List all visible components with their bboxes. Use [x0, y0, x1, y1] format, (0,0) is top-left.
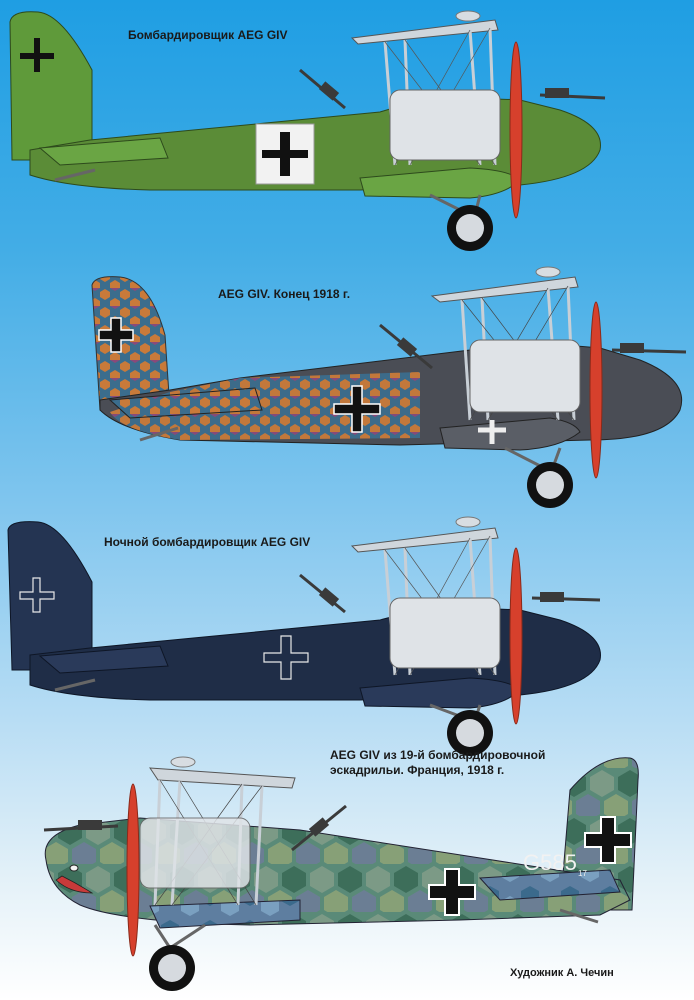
artist-credit: Художник А. Чечин	[510, 967, 614, 979]
plane-night	[7, 516, 601, 756]
plane-green	[9, 10, 606, 251]
caption-night-bomber: Ночной бомбардировщик AEG GIV	[104, 535, 311, 549]
serial-suffix: 17	[578, 869, 587, 878]
serial-number: G585	[523, 850, 577, 875]
caption-squadron-19: AEG GIV из 19-й бомбардировочной эскадри…	[330, 748, 546, 777]
plane-lozenge	[91, 266, 687, 508]
caption-late-1918: AEG GIV. Конец 1918 г.	[218, 287, 351, 301]
plane-hex-camo: G585 17	[43, 756, 639, 991]
caption-green-bomber: Бомбардировщик AEG GIV	[128, 28, 288, 42]
